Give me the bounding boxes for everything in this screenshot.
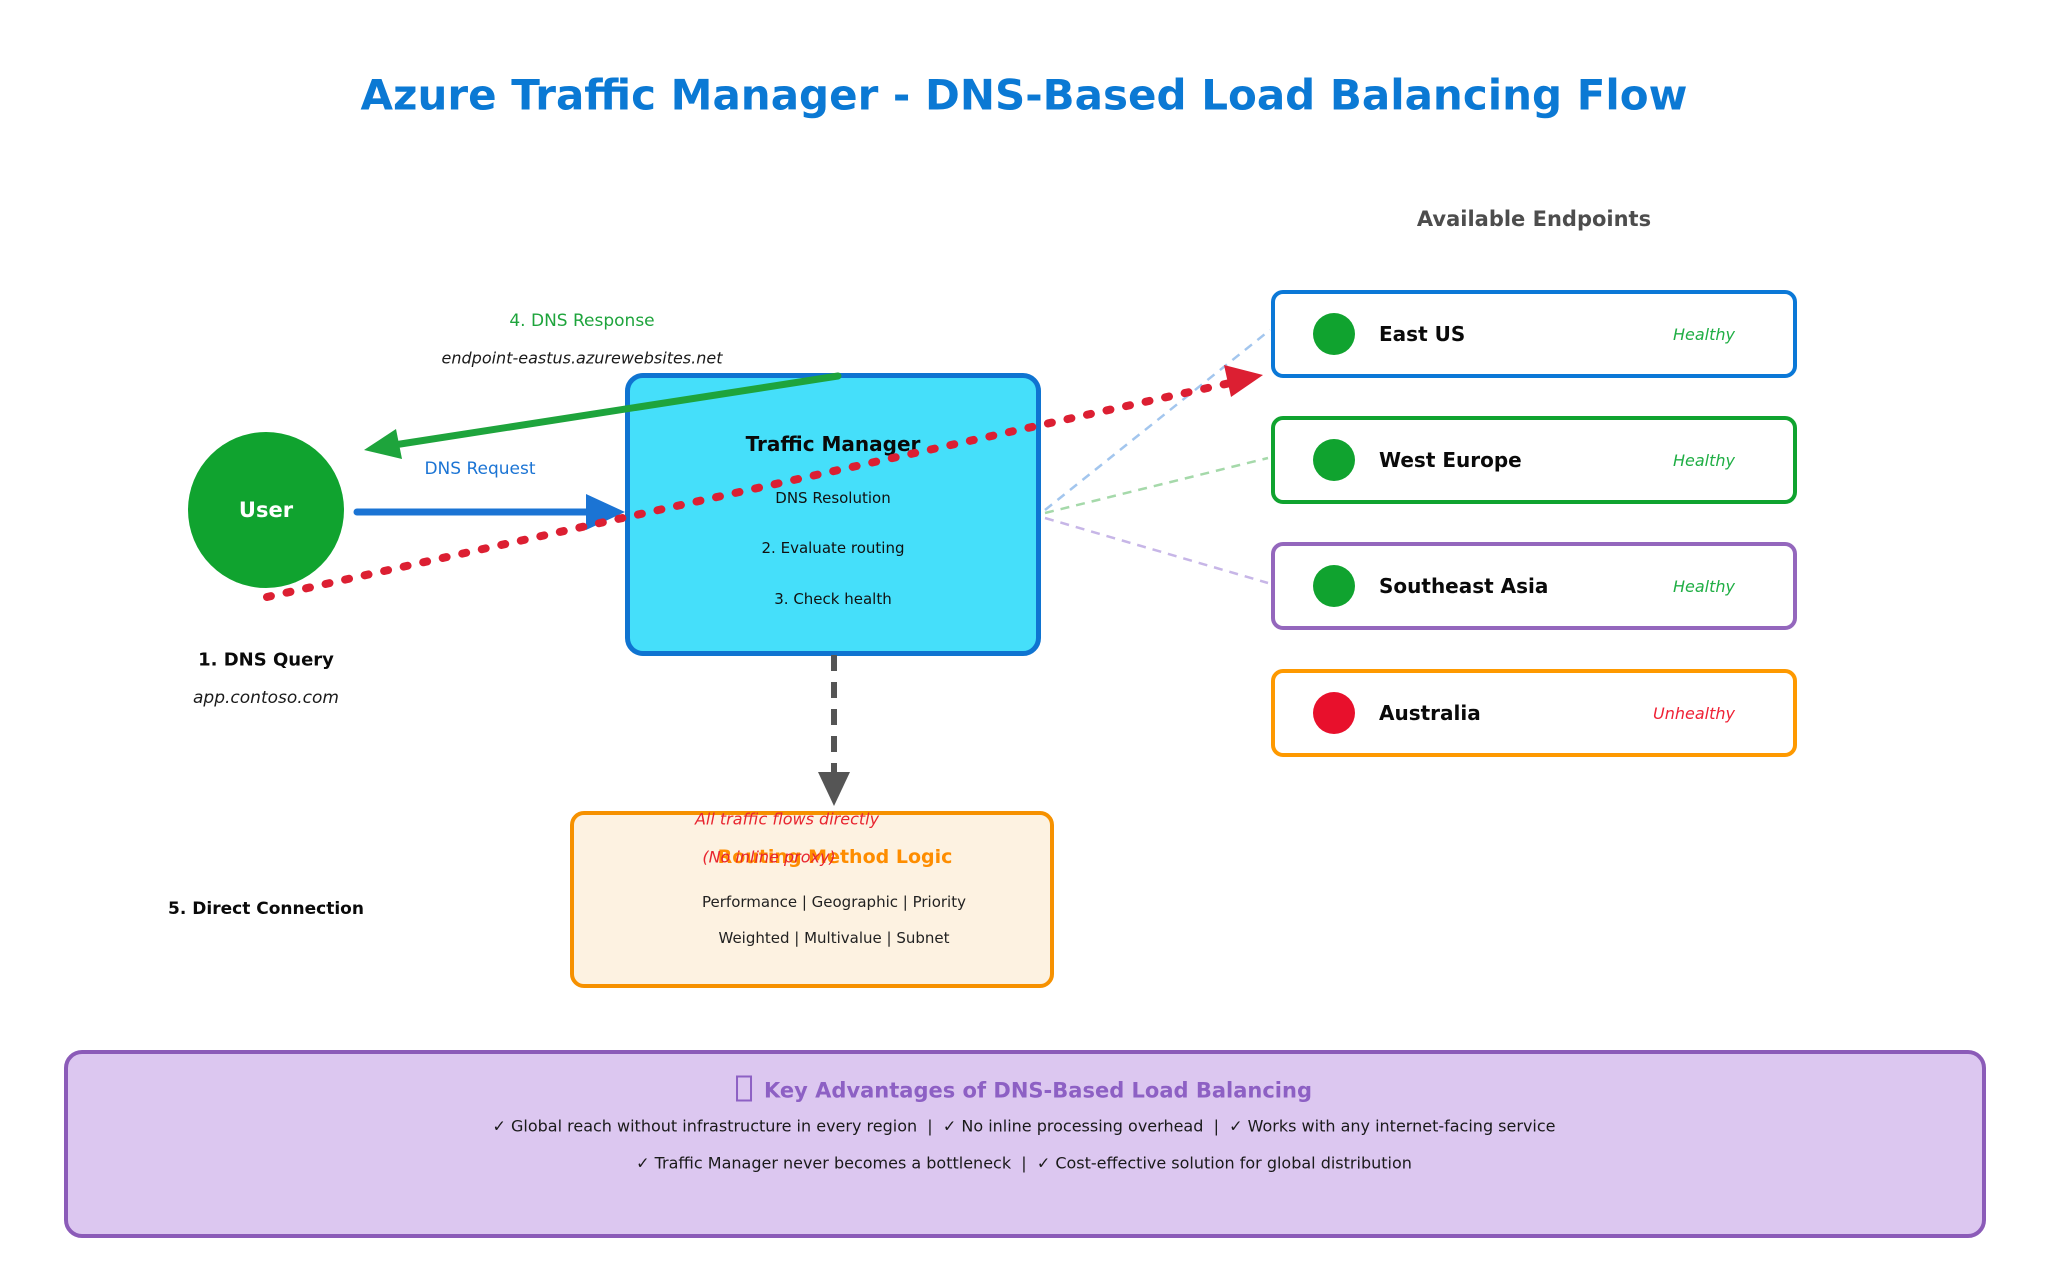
endpoint-name: Southeast Asia — [1379, 574, 1549, 598]
routing-methods-line1: Performance | Geographic | Priority — [702, 893, 966, 911]
key-advantages-line2: ✓ Traffic Manager never becomes a bottle… — [636, 1153, 1412, 1173]
endpoint-status: Unhealthy — [1653, 703, 1735, 723]
key-advantages-box — [64, 1050, 1986, 1238]
dns-response-endpoint-label: endpoint-eastus.azurewebsites.net — [441, 348, 723, 368]
direct-connection-label: 5. Direct Connection — [168, 899, 364, 919]
key-advantages-line1: ✓ Global reach without infrastructure in… — [492, 1116, 1556, 1136]
tm-step-evaluate-routing: 2. Evaluate routing — [761, 539, 905, 557]
probe-link-west-europe — [1044, 456, 1269, 515]
health-dot-icon — [1313, 565, 1355, 607]
routing-method-logic-box — [570, 811, 1054, 988]
endpoint-name: West Europe — [1379, 448, 1522, 472]
endpoint-name: East US — [1379, 322, 1466, 346]
health-dot-icon — [1313, 439, 1355, 481]
key-icon — [736, 1075, 753, 1102]
routing-logic-arrow — [818, 655, 850, 806]
health-dot-icon — [1313, 313, 1355, 355]
key-advantages-title-text: Key Advantages of DNS-Based Load Balanci… — [764, 1078, 1312, 1103]
routing-note-line1: All traffic flows directly — [694, 809, 880, 829]
user-label: User — [238, 498, 294, 522]
dns-response-label: 4. DNS Response — [509, 311, 655, 331]
dns-query-domain-label: app.contoso.com — [193, 688, 339, 708]
available-endpoints-header: Available Endpoints — [1416, 207, 1652, 231]
dns-request-arrow — [353, 494, 625, 530]
key-advantages-title: Key Advantages of DNS-Based Load Balanci… — [736, 1075, 1312, 1103]
routing-methods-line2: Weighted | Multivalue | Subnet — [718, 929, 950, 947]
endpoint-status: Healthy — [1672, 324, 1735, 344]
probe-link-southeast-asia — [1044, 516, 1269, 585]
probe-link-east-us — [1044, 329, 1271, 511]
routing-note-line2: (No inline proxy) — [702, 847, 836, 867]
endpoint-status: Healthy — [1672, 576, 1735, 596]
dns-query-step-label: 1. DNS Query — [198, 649, 334, 671]
endpoint-card-southeast-asia: Southeast Asia Healthy — [1271, 542, 1797, 630]
tm-step-dns-resolution: DNS Resolution — [775, 489, 891, 507]
user-node: User — [188, 432, 344, 588]
endpoint-name: Australia — [1379, 701, 1481, 725]
dns-request-label: DNS Request — [424, 459, 536, 479]
tm-step-check-health: 3. Check health — [774, 590, 892, 608]
health-dot-icon — [1313, 692, 1355, 734]
endpoint-status: Healthy — [1672, 450, 1735, 470]
routing-method-logic-title: Routing Method Logic — [717, 846, 953, 868]
endpoint-card-east-us: East US Healthy — [1271, 290, 1797, 378]
endpoint-card-west-europe: West Europe Healthy — [1271, 416, 1797, 504]
endpoint-card-australia: Australia Unhealthy — [1271, 669, 1797, 757]
traffic-manager-title: Traffic Manager — [745, 432, 921, 456]
page-title: Azure Traffic Manager - DNS-Based Load B… — [360, 70, 1688, 120]
traffic-manager-node: Traffic Manager DNS Resolution 2. Evalua… — [625, 373, 1041, 656]
